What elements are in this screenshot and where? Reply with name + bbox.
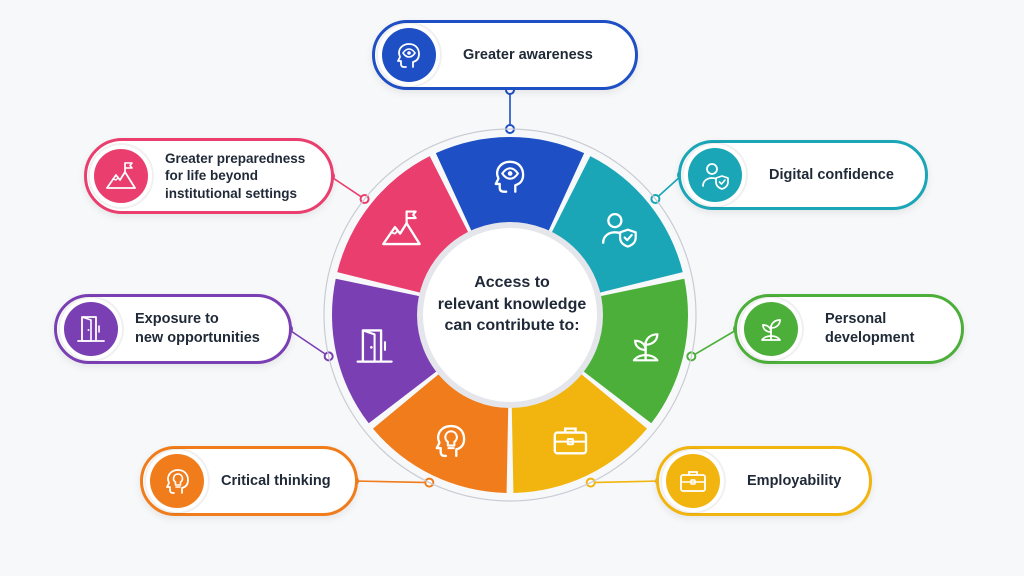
center-disk: [417, 222, 603, 408]
pill-label: Digital confidence: [769, 166, 894, 185]
center-line: relevant knowledge: [437, 295, 587, 313]
outer-ring: [323, 128, 697, 502]
wheel-segment: [337, 156, 469, 293]
mountain-flag-icon: [382, 210, 421, 246]
label-line: institutional settings: [165, 185, 298, 201]
badge: [64, 302, 118, 356]
badge: [382, 28, 436, 82]
user-shield-icon: [602, 212, 637, 248]
badge: [666, 454, 720, 508]
head-eye-icon: [397, 43, 420, 68]
wheel-segment: [551, 156, 683, 293]
connector-line: [654, 174, 683, 200]
pill-greater-awareness: Greater awareness: [372, 20, 638, 90]
pill-label: Greater awareness: [463, 46, 593, 65]
pill-label: Personal development: [825, 310, 914, 347]
pill-label: Critical thinking: [221, 472, 331, 491]
label-line: Personal: [825, 311, 887, 328]
label-line: new opportunities: [135, 330, 260, 346]
mountain-flag-icon: [106, 162, 136, 189]
label-line: Greater awareness: [463, 46, 593, 63]
pill-label: Employability: [747, 472, 841, 491]
label-line: Digital confidence: [769, 166, 894, 183]
user-shield-icon: [702, 163, 729, 190]
badge: [688, 148, 742, 202]
connector-line: [690, 328, 739, 358]
label-line: Employability: [747, 472, 842, 489]
briefcase-icon: [680, 471, 706, 492]
pill-label: Greater preparedness for life beyond ins…: [165, 150, 305, 202]
label-line: for life beyond: [165, 168, 259, 184]
badge: [744, 302, 798, 356]
open-door-icon: [77, 316, 105, 342]
pill-personal-development: Personal development: [734, 294, 964, 364]
connector-line: [353, 480, 430, 484]
head-lightbulb-icon: [166, 469, 189, 494]
center-line: Access to: [474, 274, 550, 291]
wheel-segment: [372, 373, 509, 493]
label-line: development: [825, 330, 915, 346]
label-line: Greater preparedness: [165, 151, 306, 167]
wheel-segment: [583, 278, 689, 424]
briefcase-icon: [553, 427, 588, 455]
sprout-icon: [632, 333, 659, 362]
wheel-segment: [331, 278, 437, 424]
head-eye-icon: [494, 160, 525, 193]
pill-employability: Employability: [656, 446, 872, 516]
connector-line: [590, 480, 661, 484]
sprout-icon: [761, 319, 781, 341]
label-line: Exposure to: [135, 311, 219, 328]
label-line: Critical thinking: [221, 472, 331, 489]
open-door-icon: [356, 329, 393, 363]
badge: [150, 454, 204, 508]
pill-greater-preparedness: Greater preparedness for life beyond ins…: [84, 138, 334, 214]
pill-exposure-opportunities: Exposure to new opportunities: [54, 294, 292, 364]
center-label: Access to relevant knowledge can contrib…: [432, 272, 592, 337]
center-line: can contribute to:: [444, 317, 580, 335]
badge: [94, 149, 148, 203]
connector-line: [329, 175, 366, 200]
wheel-segment: [435, 137, 585, 232]
pill-label: Exposure to new opportunities: [135, 310, 260, 347]
pill-critical-thinking: Critical thinking: [140, 446, 358, 516]
pill-digital-confidence: Digital confidence: [678, 140, 928, 210]
connector-line: [287, 328, 330, 358]
head-lightbulb-icon: [435, 424, 466, 458]
